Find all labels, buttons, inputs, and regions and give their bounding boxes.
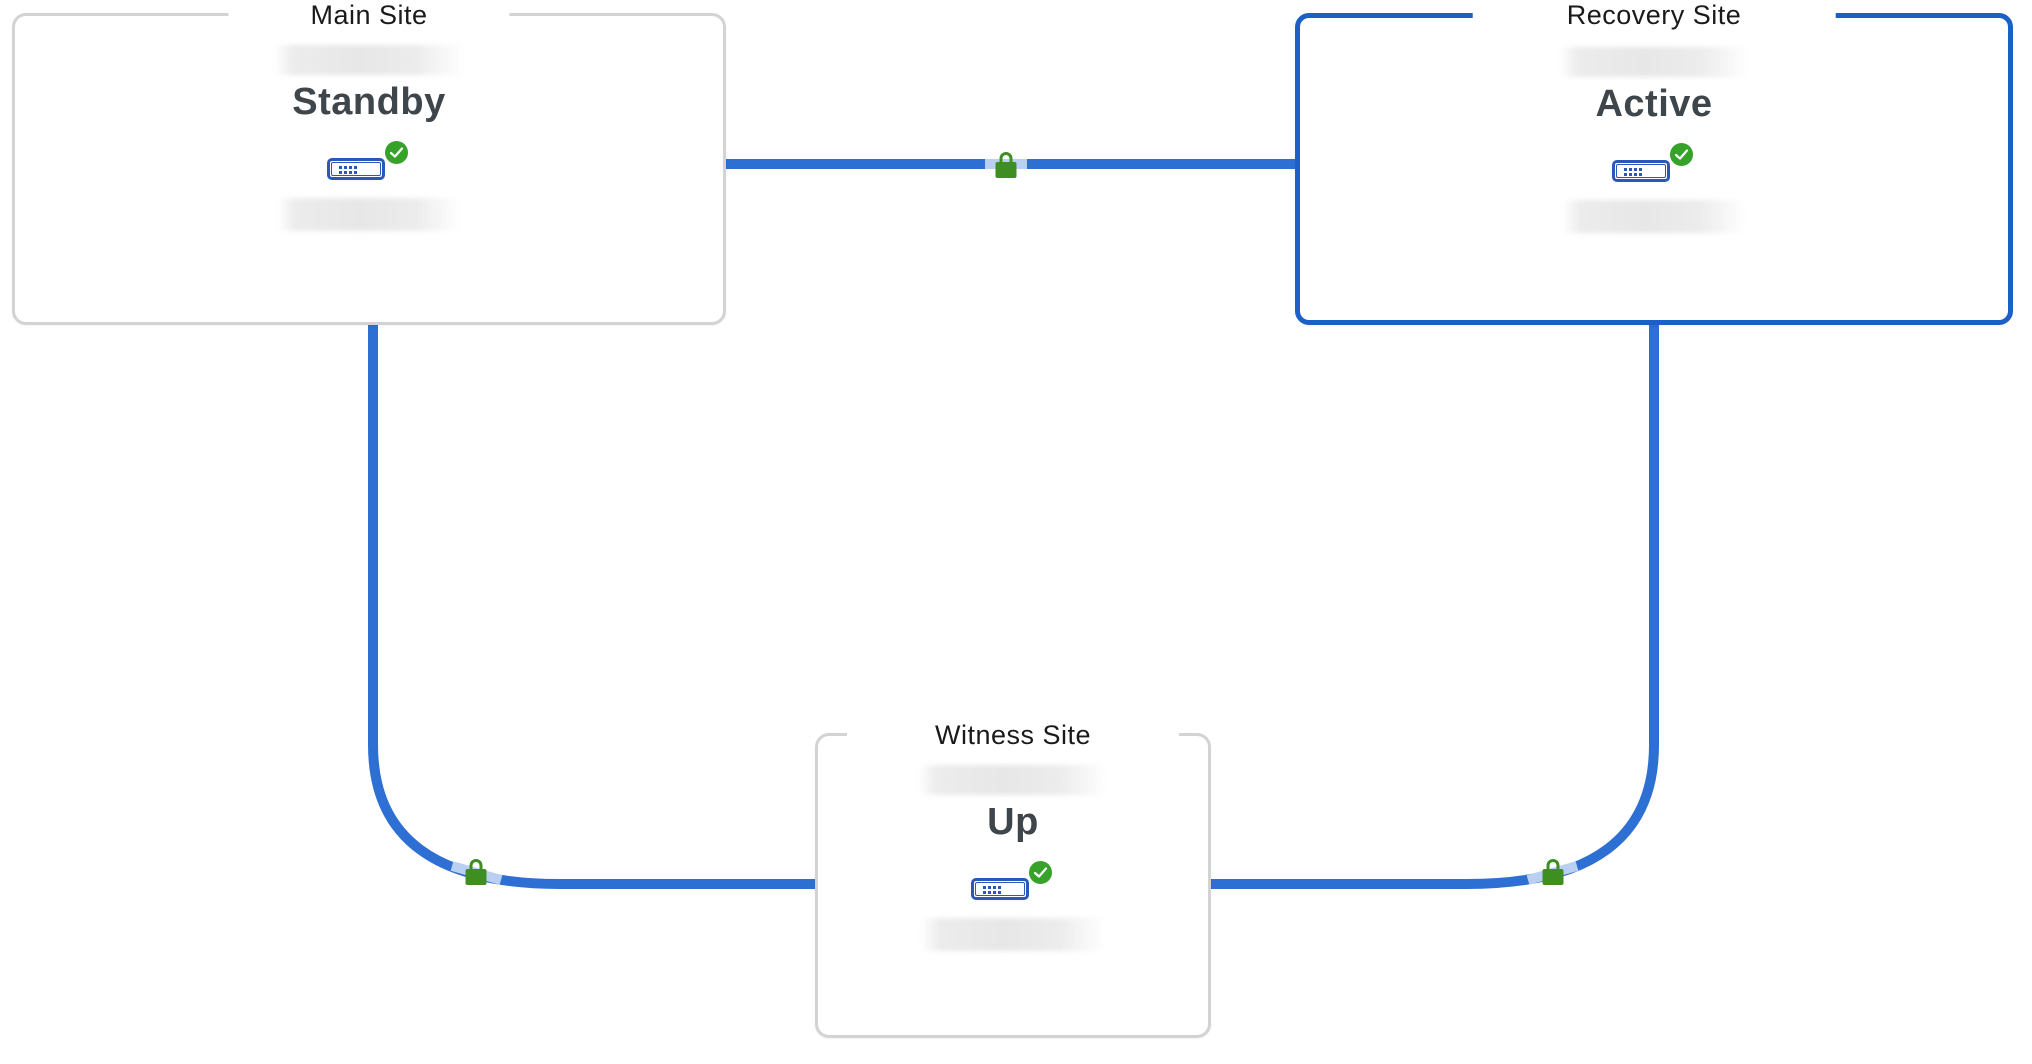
link-main-witness bbox=[368, 318, 820, 889]
site-status: Up bbox=[987, 801, 1039, 843]
redacted-text-line bbox=[921, 918, 1105, 951]
site-health-cluster bbox=[327, 139, 411, 193]
check-circle-icon bbox=[1668, 141, 1695, 168]
check-circle-icon bbox=[383, 139, 410, 166]
site-health-cluster bbox=[1612, 141, 1696, 195]
server-icon bbox=[1612, 160, 1670, 182]
redacted-text-line bbox=[1562, 200, 1746, 233]
redacted-text-line bbox=[1559, 47, 1749, 77]
site-health-cluster bbox=[971, 859, 1055, 913]
site-card-witness[interactable]: Witness Site Up bbox=[815, 717, 1211, 1038]
site-status: Active bbox=[1595, 83, 1713, 125]
redacted-text-line bbox=[277, 198, 461, 231]
check-circle-icon bbox=[1027, 859, 1054, 886]
server-dots bbox=[1624, 168, 1627, 171]
lock-icon bbox=[994, 149, 1018, 179]
lock-icon bbox=[464, 856, 488, 886]
server-icon bbox=[327, 158, 385, 180]
lock-icon bbox=[1541, 856, 1565, 886]
server-dots bbox=[339, 166, 342, 169]
site-title: Main Site bbox=[228, 0, 510, 34]
site-card-recovery[interactable]: Recovery Site Active bbox=[1295, 0, 2013, 325]
site-card-main[interactable]: Main Site Standby bbox=[12, 0, 726, 325]
server-dots bbox=[983, 886, 986, 889]
site-status: Standby bbox=[292, 81, 446, 123]
redacted-text-line bbox=[274, 45, 464, 75]
site-title: Witness Site bbox=[846, 717, 1180, 754]
site-title: Recovery Site bbox=[1472, 0, 1836, 34]
redacted-text-line bbox=[918, 765, 1108, 795]
link-recovery-witness bbox=[1208, 318, 1659, 889]
server-icon bbox=[971, 878, 1029, 900]
